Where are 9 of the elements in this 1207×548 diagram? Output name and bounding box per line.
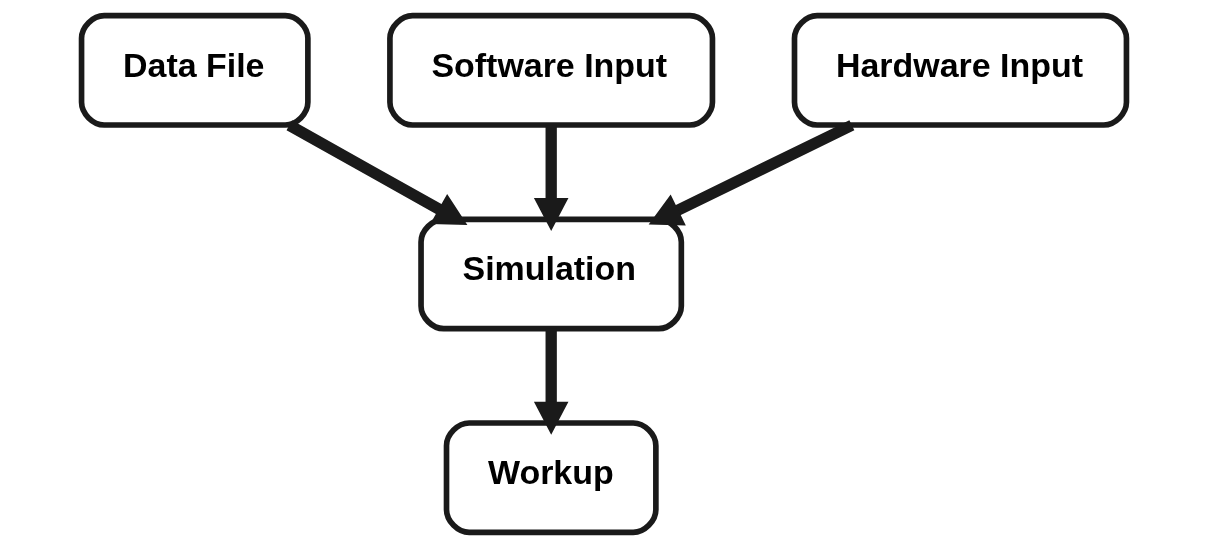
node-box: Workup	[443, 420, 659, 536]
arrow	[286, 120, 467, 226]
node-box: Simulation	[417, 216, 684, 332]
arrow	[533, 328, 568, 435]
arrow	[648, 120, 854, 226]
arrow	[533, 125, 568, 231]
node-box: Data File	[78, 12, 311, 128]
node-box: Hardware Input	[791, 12, 1129, 128]
node-box: Software Input	[386, 12, 715, 128]
